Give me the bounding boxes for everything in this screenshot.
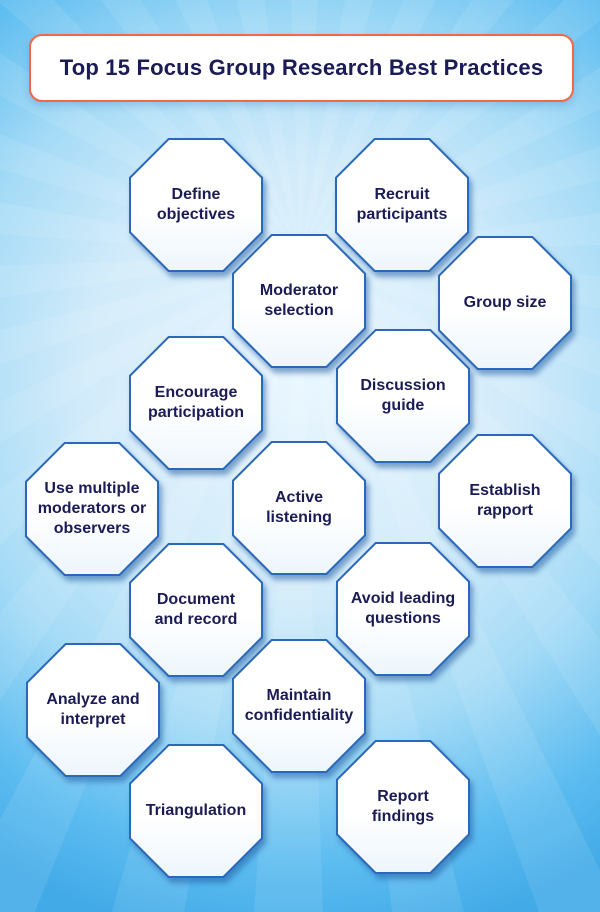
practice-label: Discussion guide: [360, 376, 446, 414]
practice-octagon-moderator-selection: Moderator selection: [232, 234, 366, 368]
practice-octagon-report-findings: Report findings: [336, 740, 470, 874]
octagon-shape: Maintain confidentiality: [232, 639, 366, 773]
octagon-face: Use multiple moderators or observers: [27, 444, 157, 574]
octagon-face: Avoid leading questions: [338, 544, 468, 674]
octagon-face: Document and record: [131, 545, 261, 675]
practice-octagon-active-listening: Active listening: [232, 441, 366, 575]
octagon-shape: Define objectives: [129, 138, 263, 272]
octagon-shape: Active listening: [232, 441, 366, 575]
practice-octagon-group-size: Group size: [438, 236, 572, 370]
practice-octagon-establish-rapport: Establish rapport: [438, 434, 572, 568]
octagon-face: Active listening: [234, 443, 364, 573]
practice-label: Document and record: [154, 590, 238, 628]
octagon-face: Establish rapport: [440, 436, 570, 566]
octagon-face: Encourage participation: [131, 338, 261, 468]
octagon-face: Group size: [440, 238, 570, 368]
octagon-face: Report findings: [338, 742, 468, 872]
practice-label: Establish rapport: [469, 481, 541, 519]
octagon-face: Recruit participants: [337, 140, 467, 270]
practice-label: Encourage participation: [147, 383, 244, 421]
title-banner: Top 15 Focus Group Research Best Practic…: [29, 34, 574, 102]
octagon-face: Triangulation: [131, 746, 261, 876]
octagon-shape: Establish rapport: [438, 434, 572, 568]
octagon-shape: Report findings: [336, 740, 470, 874]
practice-octagon-encourage-participation: Encourage participation: [129, 336, 263, 470]
practice-label: Active listening: [266, 488, 332, 526]
octagon-shape: Recruit participants: [335, 138, 469, 272]
page-title: Top 15 Focus Group Research Best Practic…: [59, 55, 544, 80]
practice-label: Moderator selection: [259, 281, 339, 319]
practice-label: Group size: [463, 293, 547, 311]
octagon-shape: Encourage participation: [129, 336, 263, 470]
practice-octagon-define-objectives: Define objectives: [129, 138, 263, 272]
practice-label: Recruit participants: [356, 185, 448, 223]
practice-octagon-triangulation: Triangulation: [129, 744, 263, 878]
octagon-shape: Analyze and interpret: [26, 643, 160, 777]
octagon-shape: Group size: [438, 236, 572, 370]
practice-octagon-use-multiple-moderators: Use multiple moderators or observers: [25, 442, 159, 576]
octagon-face: Discussion guide: [338, 331, 468, 461]
practice-label: Triangulation: [145, 801, 247, 819]
practice-octagon-recruit-participants: Recruit participants: [335, 138, 469, 272]
octagon-face: Define objectives: [131, 140, 261, 270]
octagon-shape: Document and record: [129, 543, 263, 677]
octagon-shape: Discussion guide: [336, 329, 470, 463]
practice-octagon-maintain-confidentiality: Maintain confidentiality: [232, 639, 366, 773]
practice-octagon-avoid-leading-questions: Avoid leading questions: [336, 542, 470, 676]
octagon-shape: Triangulation: [129, 744, 263, 878]
practice-label: Avoid leading questions: [350, 589, 456, 627]
octagon-face: Maintain confidentiality: [234, 641, 364, 771]
practice-octagon-document-and-record: Document and record: [129, 543, 263, 677]
octagon-shape: Moderator selection: [232, 234, 366, 368]
octagon-shape: Avoid leading questions: [336, 542, 470, 676]
practice-label: Define objectives: [156, 185, 236, 223]
practice-octagon-analyze-and-interpret: Analyze and interpret: [26, 643, 160, 777]
practice-label: Maintain confidentiality: [244, 686, 354, 724]
practice-label: Use multiple moderators or observers: [37, 479, 147, 538]
octagon-shape: Use multiple moderators or observers: [25, 442, 159, 576]
practice-label: Report findings: [371, 787, 435, 825]
octagon-face: Analyze and interpret: [28, 645, 158, 775]
octagon-face: Moderator selection: [234, 236, 364, 366]
practice-label: Analyze and interpret: [46, 690, 140, 728]
practice-octagon-discussion-guide: Discussion guide: [336, 329, 470, 463]
